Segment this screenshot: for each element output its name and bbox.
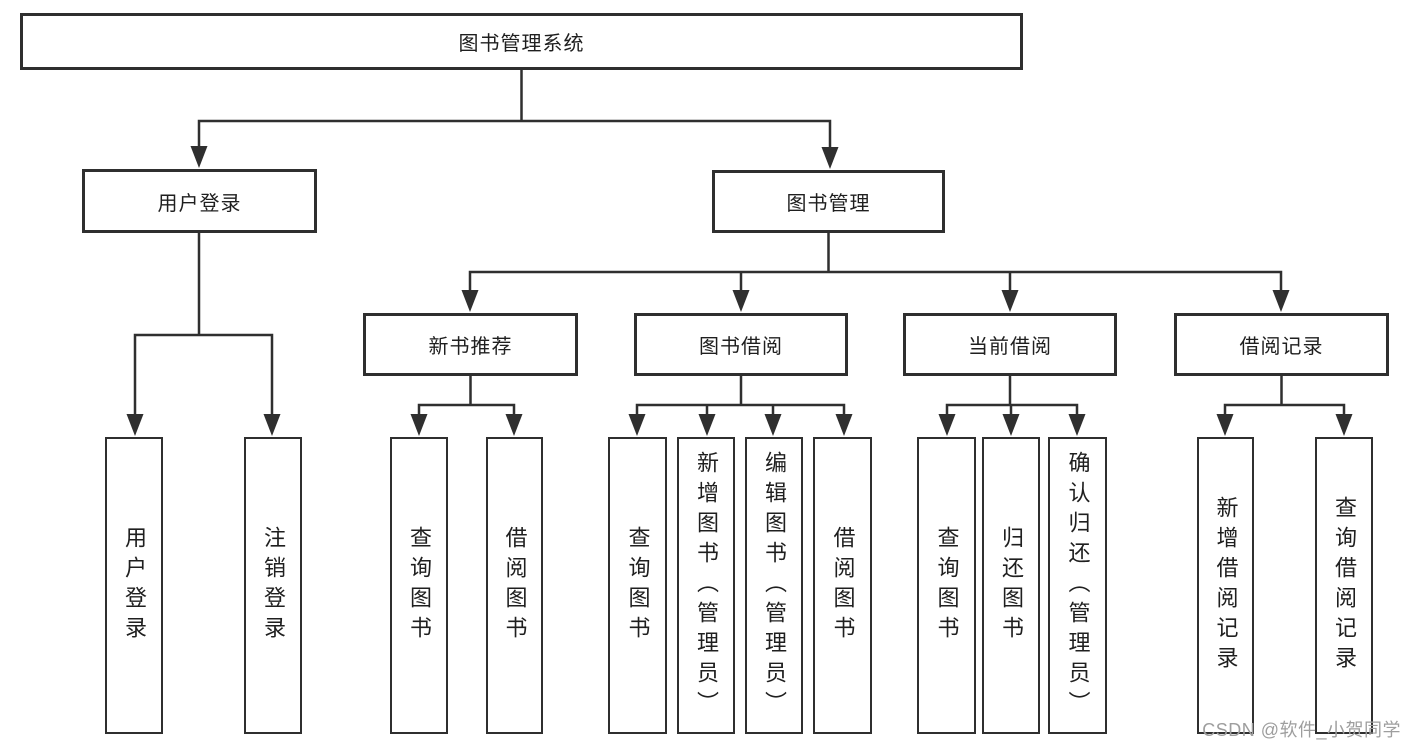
- node-current-borrow: 当前借阅: [903, 313, 1117, 376]
- leaf-query-books-recommend: 查询图书: [390, 437, 448, 734]
- node-label: 新增图书（管理员）: [694, 450, 719, 721]
- node-label: 当前借阅: [968, 336, 1052, 358]
- leaf-add-book-admin: 新增图书（管理员）: [677, 437, 735, 734]
- node-book-borrow: 图书借阅: [634, 313, 848, 376]
- node-label: 图书借阅: [699, 336, 783, 358]
- node-label: 新增借阅记录: [1213, 495, 1239, 676]
- node-label: 编辑图书（管理员）: [762, 450, 787, 721]
- node-label: 借阅记录: [1239, 336, 1324, 358]
- node-user-login: 用户登录: [82, 169, 317, 233]
- leaf-query-books-current: 查询图书: [917, 437, 976, 734]
- node-label: 新书推荐: [428, 336, 513, 358]
- node-label: 借阅图书: [502, 525, 528, 646]
- node-label: 图书管理系统: [458, 33, 585, 55]
- node-label: 确认归还（管理员）: [1065, 450, 1091, 721]
- leaf-add-borrow-record: 新增借阅记录: [1197, 437, 1254, 734]
- node-label: 借阅图书: [830, 525, 856, 646]
- leaf-logout: 注销登录: [244, 437, 302, 734]
- node-borrow-records: 借阅记录: [1174, 313, 1389, 376]
- node-label: 归还图书: [999, 525, 1024, 646]
- node-book-management: 图书管理: [712, 170, 945, 233]
- leaf-confirm-return-admin: 确认归还（管理员）: [1048, 437, 1107, 734]
- leaf-query-books-borrow: 查询图书: [608, 437, 667, 734]
- node-label: 注销登录: [261, 525, 286, 646]
- node-label: 查询图书: [625, 525, 651, 646]
- csdn-watermark: CSDN @软件_小贺同学: [1202, 720, 1401, 740]
- leaf-borrow-books: 借阅图书: [813, 437, 872, 734]
- node-new-book-recommend: 新书推荐: [363, 313, 578, 376]
- node-label: 用户登录: [122, 525, 147, 646]
- node-label: 用户登录: [157, 192, 242, 215]
- node-label: 查询图书: [407, 525, 432, 646]
- node-label: 图书管理: [786, 193, 871, 215]
- node-library-management-system: 图书管理系统: [20, 13, 1023, 70]
- node-label: 查询借阅记录: [1332, 495, 1357, 676]
- node-label: 查询图书: [934, 525, 960, 646]
- leaf-user-login: 用户登录: [105, 437, 163, 734]
- leaf-edit-book-admin: 编辑图书（管理员）: [745, 437, 803, 734]
- leaf-borrow-books-recommend: 借阅图书: [486, 437, 543, 734]
- leaf-return-book: 归还图书: [982, 437, 1040, 734]
- leaf-query-borrow-record: 查询借阅记录: [1315, 437, 1373, 734]
